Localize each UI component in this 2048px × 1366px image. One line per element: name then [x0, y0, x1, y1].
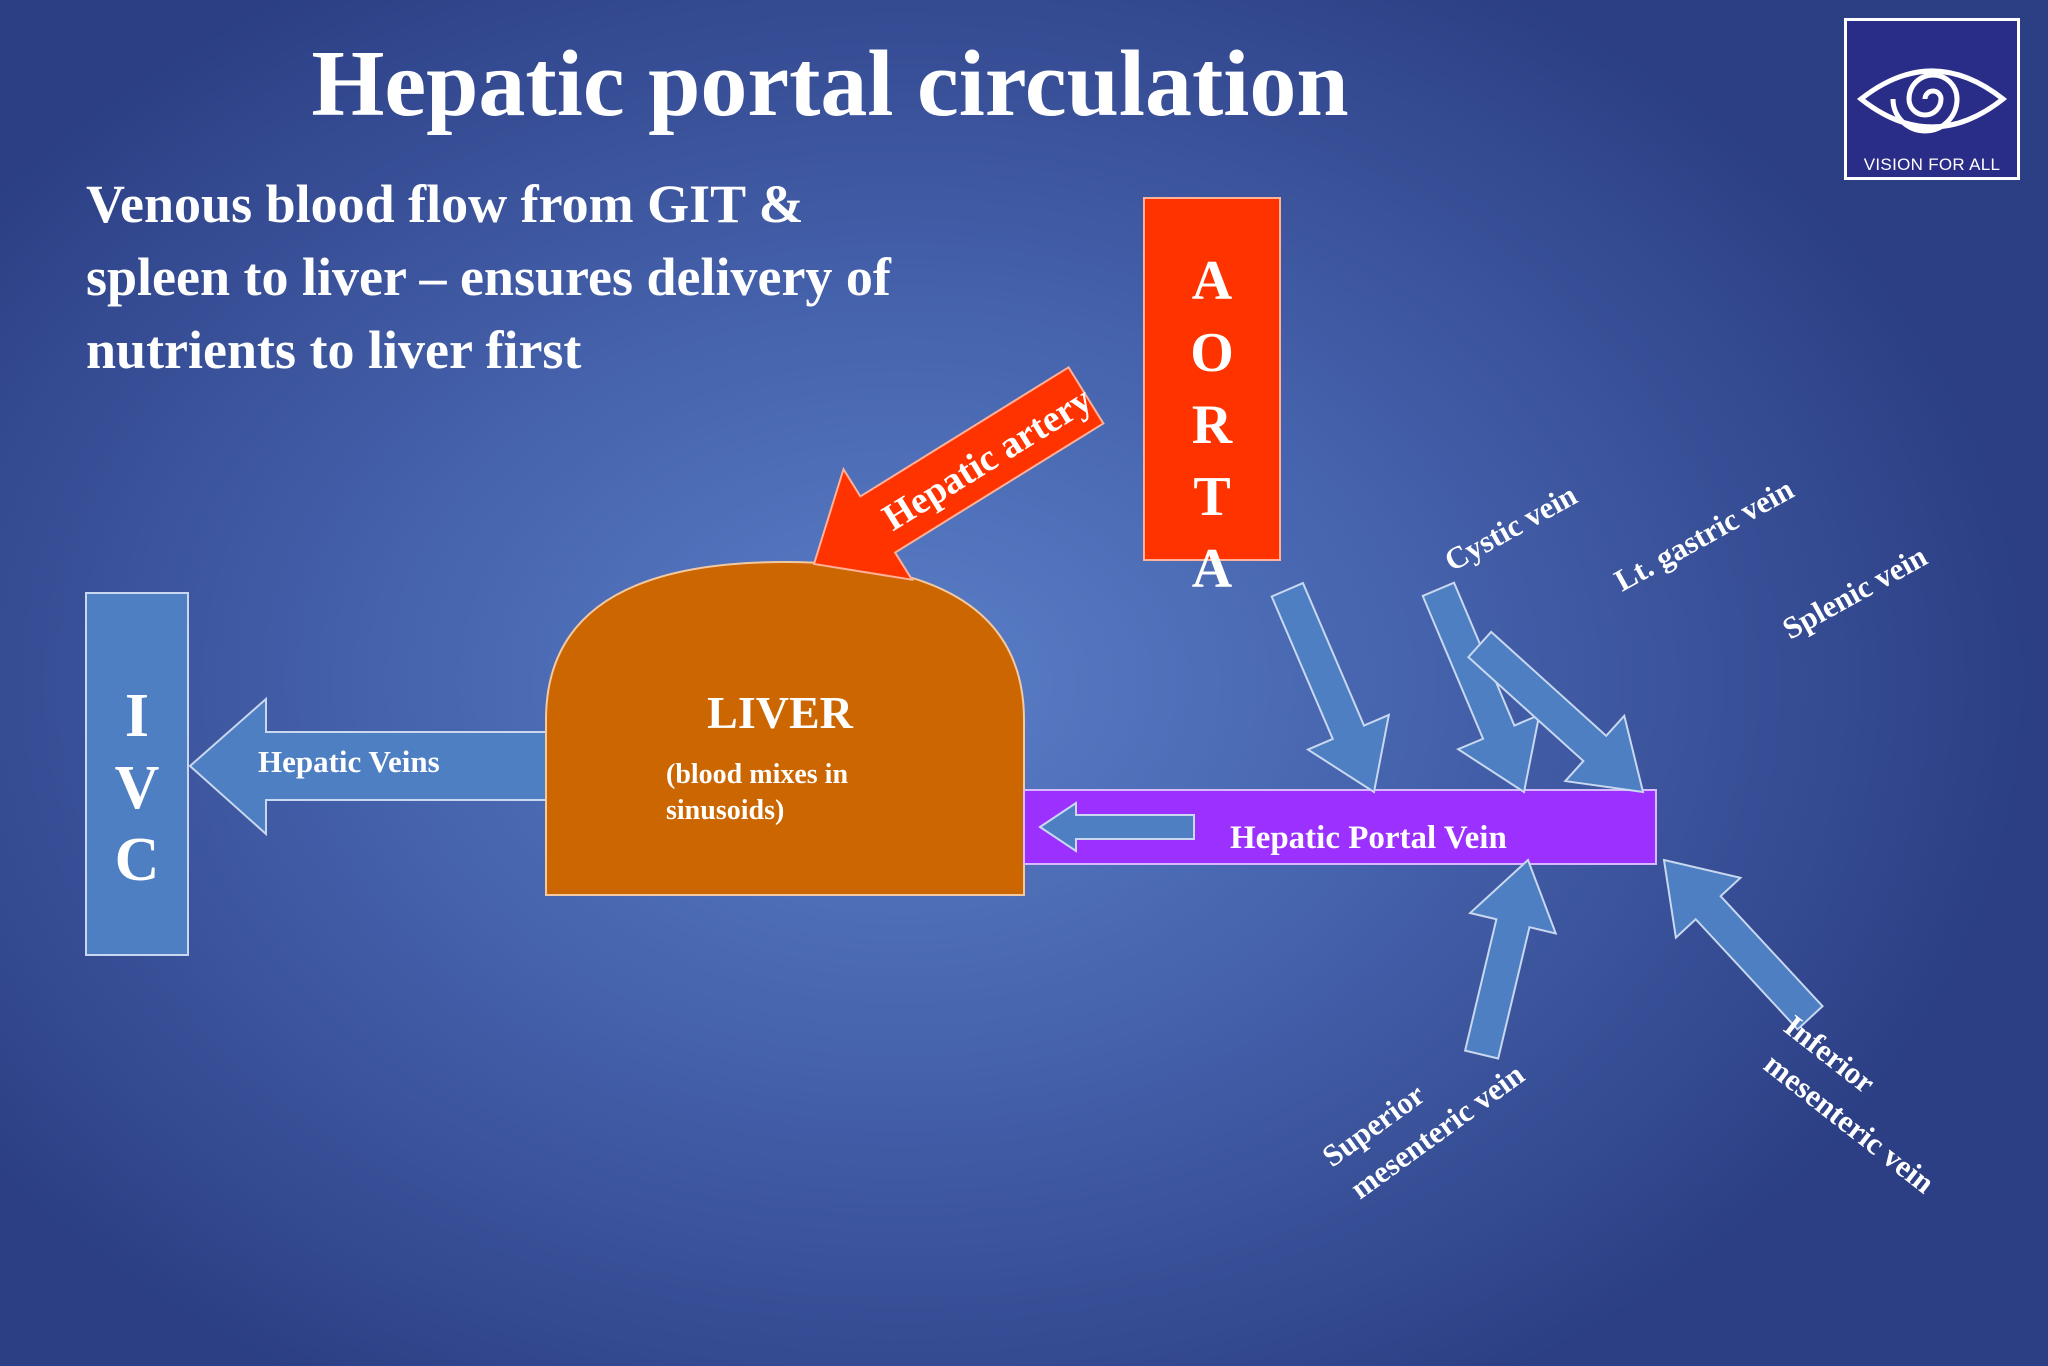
hepatic-veins-label: Hepatic Veins	[258, 744, 440, 779]
logo-text: VISION FOR ALL	[1863, 155, 2001, 174]
cystic-vein-label: Cystic vein	[1438, 477, 1582, 578]
ivc-letters: I V C	[114, 682, 160, 894]
inferior-mesenteric-vein-arrow	[1662, 858, 1824, 1031]
hepatic-artery-label: Hepatic artery	[875, 378, 1099, 539]
cystic-vein-arrow	[1270, 581, 1391, 794]
portal-vein-label: Hepatic Portal Vein	[1230, 820, 1507, 856]
splenic-vein-arrow	[1466, 630, 1645, 794]
logo: VISION FOR ALL	[1844, 18, 2020, 180]
liver-shape	[545, 560, 1025, 896]
portal-flow-arrow	[1038, 801, 1195, 853]
liver-label: LIVER	[707, 687, 853, 738]
aorta-label: A O R T A	[1144, 245, 1280, 605]
liver-note-line2: sinusoids)	[666, 795, 784, 826]
hepatic-artery-arrow	[812, 365, 1105, 582]
slide-subtitle: Venous blood flow from GIT & spleen to l…	[86, 174, 891, 380]
aorta-box	[1143, 197, 1281, 561]
aorta-letters: A O R T A	[1190, 250, 1234, 600]
splenic-vein-label: Splenic vein	[1776, 538, 1932, 646]
left-gastric-vein-label: Lt. gastric vein	[1608, 471, 1799, 598]
liver-note-line1: (blood mixes in	[666, 759, 848, 790]
superior-mesenteric-vein-arrow	[1463, 858, 1558, 1060]
ivc-box	[85, 592, 189, 956]
slide-title: Hepatic portal circulation	[311, 32, 1349, 136]
spiral-eye-icon	[1856, 68, 2008, 134]
ivc-label: I V C	[86, 680, 188, 896]
